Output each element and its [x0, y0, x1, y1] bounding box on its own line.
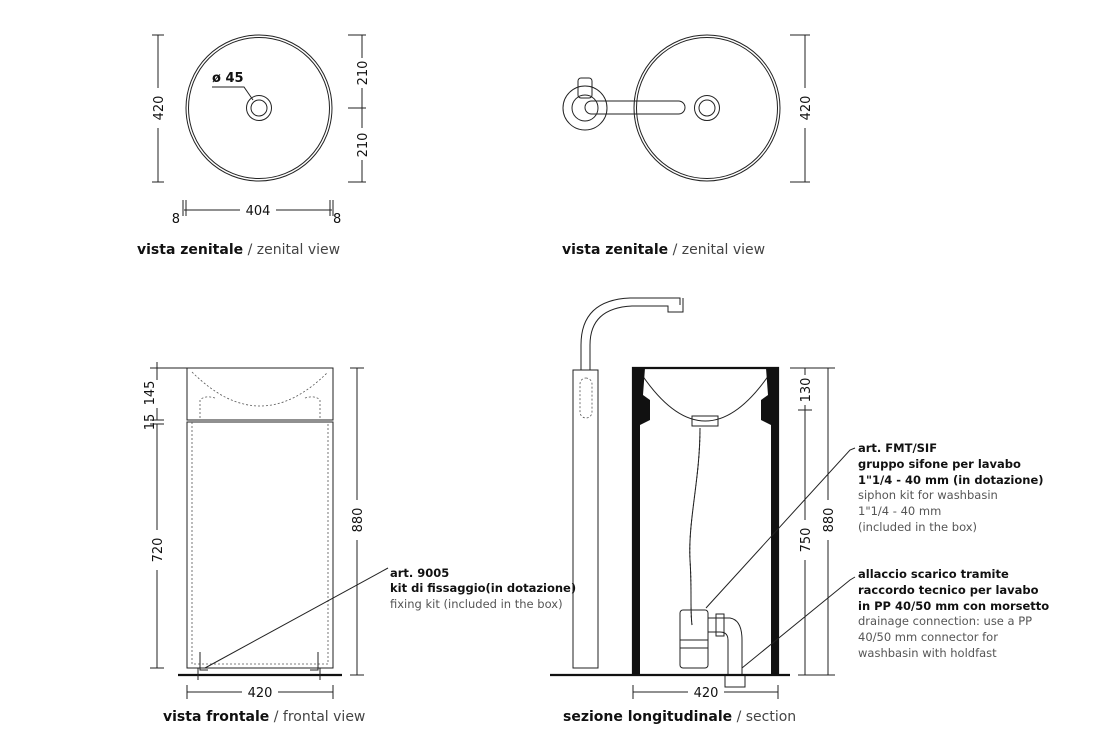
svg-text:raccordo tecnico per lavabo: raccordo tecnico per lavabo — [858, 583, 1039, 597]
zenital-view-with-tap: 420 vista zenitale / zenital view — [562, 34, 814, 258]
svg-text:40/50 mm connector for: 40/50 mm connector for — [858, 630, 998, 644]
caption-zenital-view-1: vista zenitale / zenital view — [137, 242, 340, 258]
drain-hole-outer — [694, 95, 720, 121]
svg-text:(included in the box): (included in the box) — [858, 520, 977, 534]
basin-section — [631, 366, 780, 675]
drain-hole-outer — [246, 95, 272, 121]
svg-text:1"1/4 - 40 mm: 1"1/4 - 40 mm — [858, 504, 941, 518]
drain-leader — [212, 86, 254, 101]
frontal-view: 145 15 720 880 420 art. 9005 kit di fiss… — [143, 362, 576, 725]
siphon-kit-note: art. FMT/SIF gruppo sifone per lavabo 1"… — [858, 441, 1044, 534]
svg-text:in PP 40/50 mm con morsetto: in PP 40/50 mm con morsetto — [858, 599, 1049, 613]
svg-text:420: 420 — [248, 686, 273, 701]
svg-text:720: 720 — [151, 538, 166, 563]
svg-text:washbasin with holdfast: washbasin with holdfast — [858, 646, 997, 660]
total-height-dimension: 880 — [350, 367, 366, 676]
basin-outline — [633, 34, 781, 182]
drain-hole-inner — [698, 99, 716, 117]
svg-text:allaccio scarico tramite: allaccio scarico tramite — [858, 567, 1009, 581]
right-dimensions: 130 750 880 — [790, 367, 837, 676]
svg-text:210: 210 — [356, 61, 371, 86]
basin-rim — [188, 37, 330, 179]
svg-text:8: 8 — [172, 212, 180, 227]
svg-text:kit di fissaggio(in dotazione): kit di fissaggio(in dotazione) — [390, 581, 576, 595]
basin-body — [186, 367, 334, 421]
svg-text:880: 880 — [351, 508, 366, 533]
width-dimension: 404 8 8 — [172, 200, 341, 227]
svg-text:siphon kit for washbasin: siphon kit for washbasin — [858, 488, 998, 502]
svg-text:145: 145 — [143, 381, 158, 406]
svg-text:750: 750 — [799, 528, 814, 553]
svg-text:420: 420 — [799, 96, 814, 121]
left-dimensions: 145 15 720 — [143, 362, 187, 669]
caption-frontal-view: vista frontale / frontal view — [163, 709, 365, 725]
fixing-kit-leader — [204, 567, 389, 669]
half-height-dimensions: 210 210 — [348, 34, 371, 183]
svg-text:15: 15 — [143, 414, 158, 431]
basin-rim — [636, 37, 778, 179]
longitudinal-section: 130 750 880 420 art. FMT/SIF gruppo sifo… — [550, 297, 1049, 725]
svg-text:210: 210 — [356, 133, 371, 158]
svg-text:art. 9005: art. 9005 — [390, 566, 449, 580]
fixing-kit-note: art. 9005 kit di fissaggio(in dotazione)… — [390, 566, 576, 611]
width-dimension: 420 — [632, 685, 779, 701]
svg-text:8: 8 — [333, 212, 341, 227]
column-body — [186, 421, 334, 669]
zenital-view-dimensioned: ø 45 420 210 210 404 8 8 vista zenitale … — [137, 34, 371, 258]
svg-text:fixing kit (included in the bo: fixing kit (included in the box) — [390, 597, 563, 611]
fixing-brackets — [197, 652, 321, 680]
caption-zenital-view-2: vista zenitale / zenital view — [562, 242, 765, 258]
drainage-leader — [741, 576, 856, 669]
svg-text:420: 420 — [694, 686, 719, 701]
svg-text:404: 404 — [246, 204, 271, 219]
svg-text:880: 880 — [822, 508, 837, 533]
width-dimension: 420 — [186, 685, 334, 701]
caption-section: sezione longitudinale / section — [563, 709, 796, 725]
svg-text:art. FMT/SIF: art. FMT/SIF — [858, 441, 937, 455]
svg-text:130: 130 — [799, 378, 814, 403]
basin-outline — [185, 34, 333, 182]
siphon — [679, 427, 746, 688]
height-dimension: 420 — [152, 34, 167, 183]
drain-diameter-label: ø 45 — [212, 71, 244, 86]
svg-text:1"1/4 - 40 mm (in dotazione): 1"1/4 - 40 mm (in dotazione) — [858, 473, 1044, 487]
drainage-connection-note: allaccio scarico tramite raccordo tecnic… — [858, 567, 1049, 660]
tap-icon — [562, 77, 686, 131]
floor-standing-tap — [572, 297, 684, 669]
drain-hole-inner — [250, 99, 268, 117]
svg-text:420: 420 — [152, 96, 167, 121]
height-dimension: 420 — [790, 34, 814, 183]
svg-text:drainage connection: use a PP: drainage connection: use a PP — [858, 614, 1032, 628]
siphon-leader — [705, 447, 856, 609]
basin-bowl-hidden — [191, 371, 329, 407]
svg-text:gruppo sifone per lavabo: gruppo sifone per lavabo — [858, 457, 1021, 471]
